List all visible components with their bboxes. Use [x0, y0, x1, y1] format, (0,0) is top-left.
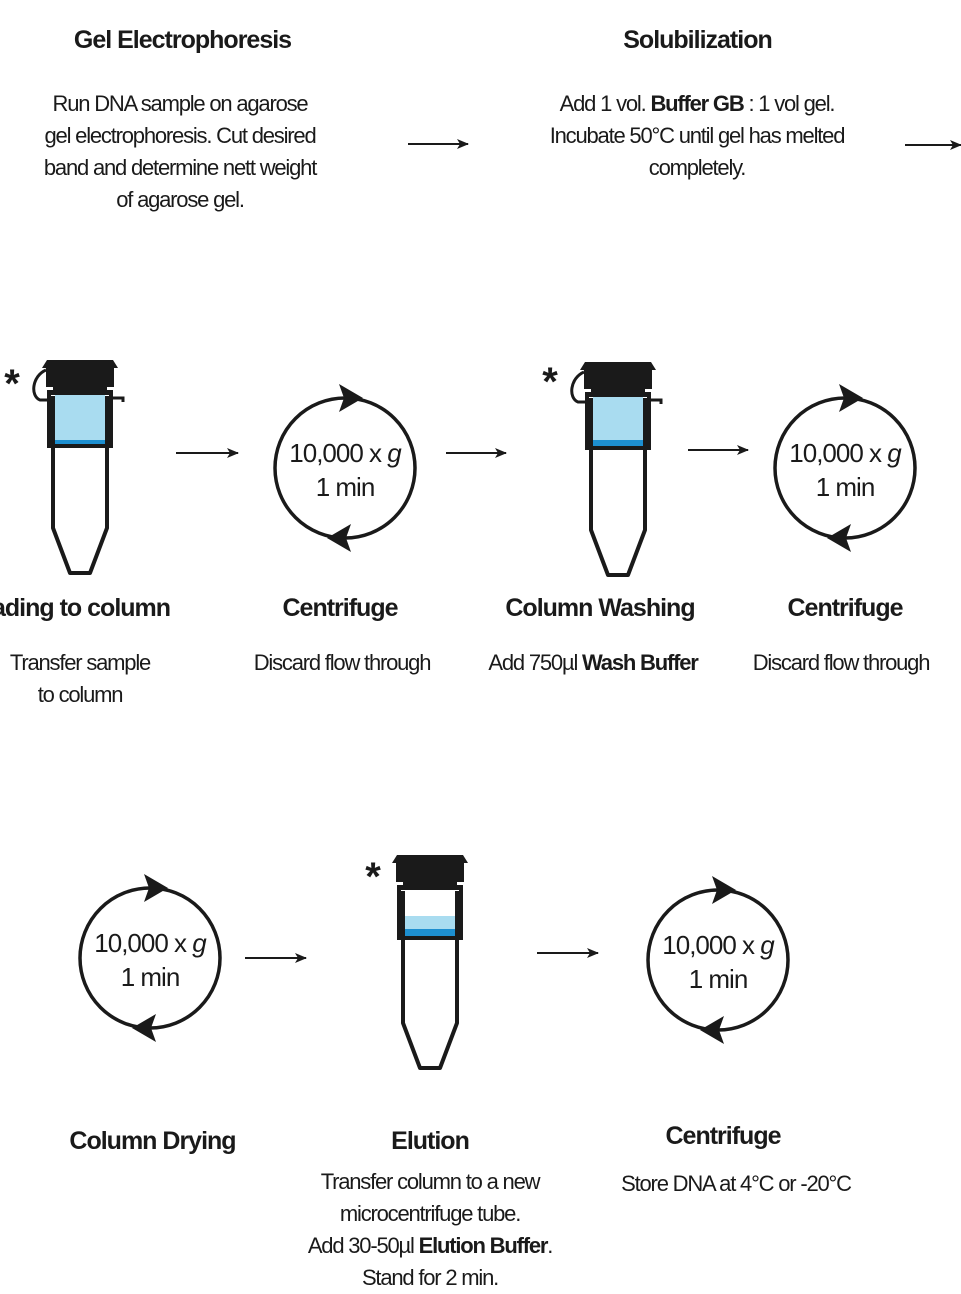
step-desc-elution: Transfer column to a new microcentrifuge… — [262, 1166, 598, 1294]
desc-line: Add 1 vol. Buffer GB : 1 vol gel. — [512, 88, 882, 120]
buffer-name: Buffer GB — [650, 91, 744, 116]
desc-line: Transfer column to a new — [320, 1169, 541, 1194]
centrifuge-time: 1 min — [816, 472, 875, 502]
step-desc-centrifuge-1: Discard flow through — [253, 650, 432, 675]
asterisk-mark: * — [4, 362, 20, 406]
step-desc-column-washing: Add 750µl Wash Buffer — [462, 647, 724, 679]
step-desc-centrifuge-3: Store DNA at 4°C or -20°C — [621, 1171, 852, 1196]
speed-text: 10,000 x — [289, 438, 387, 468]
desc-line: microcentrifuge tube. — [339, 1201, 521, 1226]
buffer-name: Wash Buffer — [582, 650, 699, 675]
desc-line: Stand for 2 min. — [361, 1265, 499, 1290]
centrifuge-icon: 10,000 x g 1 min — [646, 876, 790, 1044]
speed-text: 10,000 x — [662, 930, 760, 960]
desc-text: Add 750µl — [488, 650, 583, 675]
desc-line: of agarose gel. — [116, 187, 245, 212]
centrifuge-icon: 10,000 x g 1 min — [773, 384, 917, 552]
speed-unit: g — [387, 438, 402, 468]
step-title-elution: Elution — [391, 1127, 470, 1155]
step-title-centrifuge-3: Centrifuge — [665, 1122, 782, 1150]
step-desc-centrifuge-2: Discard flow through — [752, 650, 931, 675]
step-desc-loading-to-column: Transfer sample to column — [0, 647, 180, 711]
centrifuge-speed: 10,000 x g — [289, 438, 402, 468]
step-title-solubilization: Solubilization — [623, 26, 773, 54]
step-desc-solubilization: Add 1 vol. Buffer GB : 1 vol gel. Incuba… — [512, 88, 882, 184]
step-title-centrifuge-1: Centrifuge — [282, 594, 399, 622]
centrifuge-time: 1 min — [316, 472, 375, 502]
centrifuge-speed: 10,000 x g — [94, 928, 207, 958]
speed-text: 10,000 x — [94, 928, 192, 958]
desc-text: Add 1 vol. — [559, 91, 651, 116]
desc-text: Add 30-50µl — [307, 1233, 419, 1258]
desc-line: band and determine nett weight — [43, 155, 317, 180]
desc-text: . — [547, 1233, 553, 1258]
speed-unit: g — [192, 928, 207, 958]
tube-icon — [32, 358, 125, 575]
step-title-centrifuge-2: Centrifuge — [787, 594, 904, 622]
centrifuge-speed: 10,000 x g — [789, 438, 902, 468]
centrifuge-icon: 10,000 x g 1 min — [78, 874, 222, 1042]
step-title-column-drying: Column Drying — [69, 1127, 236, 1155]
speed-unit: g — [887, 438, 902, 468]
desc-line: Add 30-50µl Elution Buffer. — [262, 1230, 598, 1262]
asterisk-mark: * — [365, 855, 381, 899]
centrifuge-time: 1 min — [689, 964, 748, 994]
desc-text: : 1 vol gel. — [743, 91, 835, 116]
speed-unit: g — [760, 930, 775, 960]
speed-text: 10,000 x — [789, 438, 887, 468]
desc-line: gel electrophoresis. Cut desired — [44, 123, 317, 148]
step-desc-gel-electrophoresis: Run DNA sample on agarose gel electropho… — [10, 88, 350, 216]
desc-line: to column — [37, 682, 124, 707]
desc-line: Incubate 50°C until gel has melted — [549, 123, 846, 148]
centrifuge-speed: 10,000 x g — [662, 930, 775, 960]
buffer-name: Elution Buffer — [418, 1233, 549, 1258]
asterisk-mark: * — [542, 360, 558, 404]
tube-icon — [570, 360, 663, 577]
tube-icon — [390, 853, 470, 1070]
centrifuge-icon: 10,000 x g 1 min — [273, 384, 417, 552]
centrifuge-time: 1 min — [121, 962, 180, 992]
desc-line: Transfer sample — [9, 650, 151, 675]
desc-line: Run DNA sample on agarose — [52, 91, 309, 116]
step-title-loading-to-column: ading to column — [0, 594, 171, 622]
step-title-column-washing: Column Washing — [505, 594, 695, 622]
desc-line: completely. — [648, 155, 747, 180]
step-title-gel-electrophoresis: Gel Electrophoresis — [73, 26, 292, 54]
